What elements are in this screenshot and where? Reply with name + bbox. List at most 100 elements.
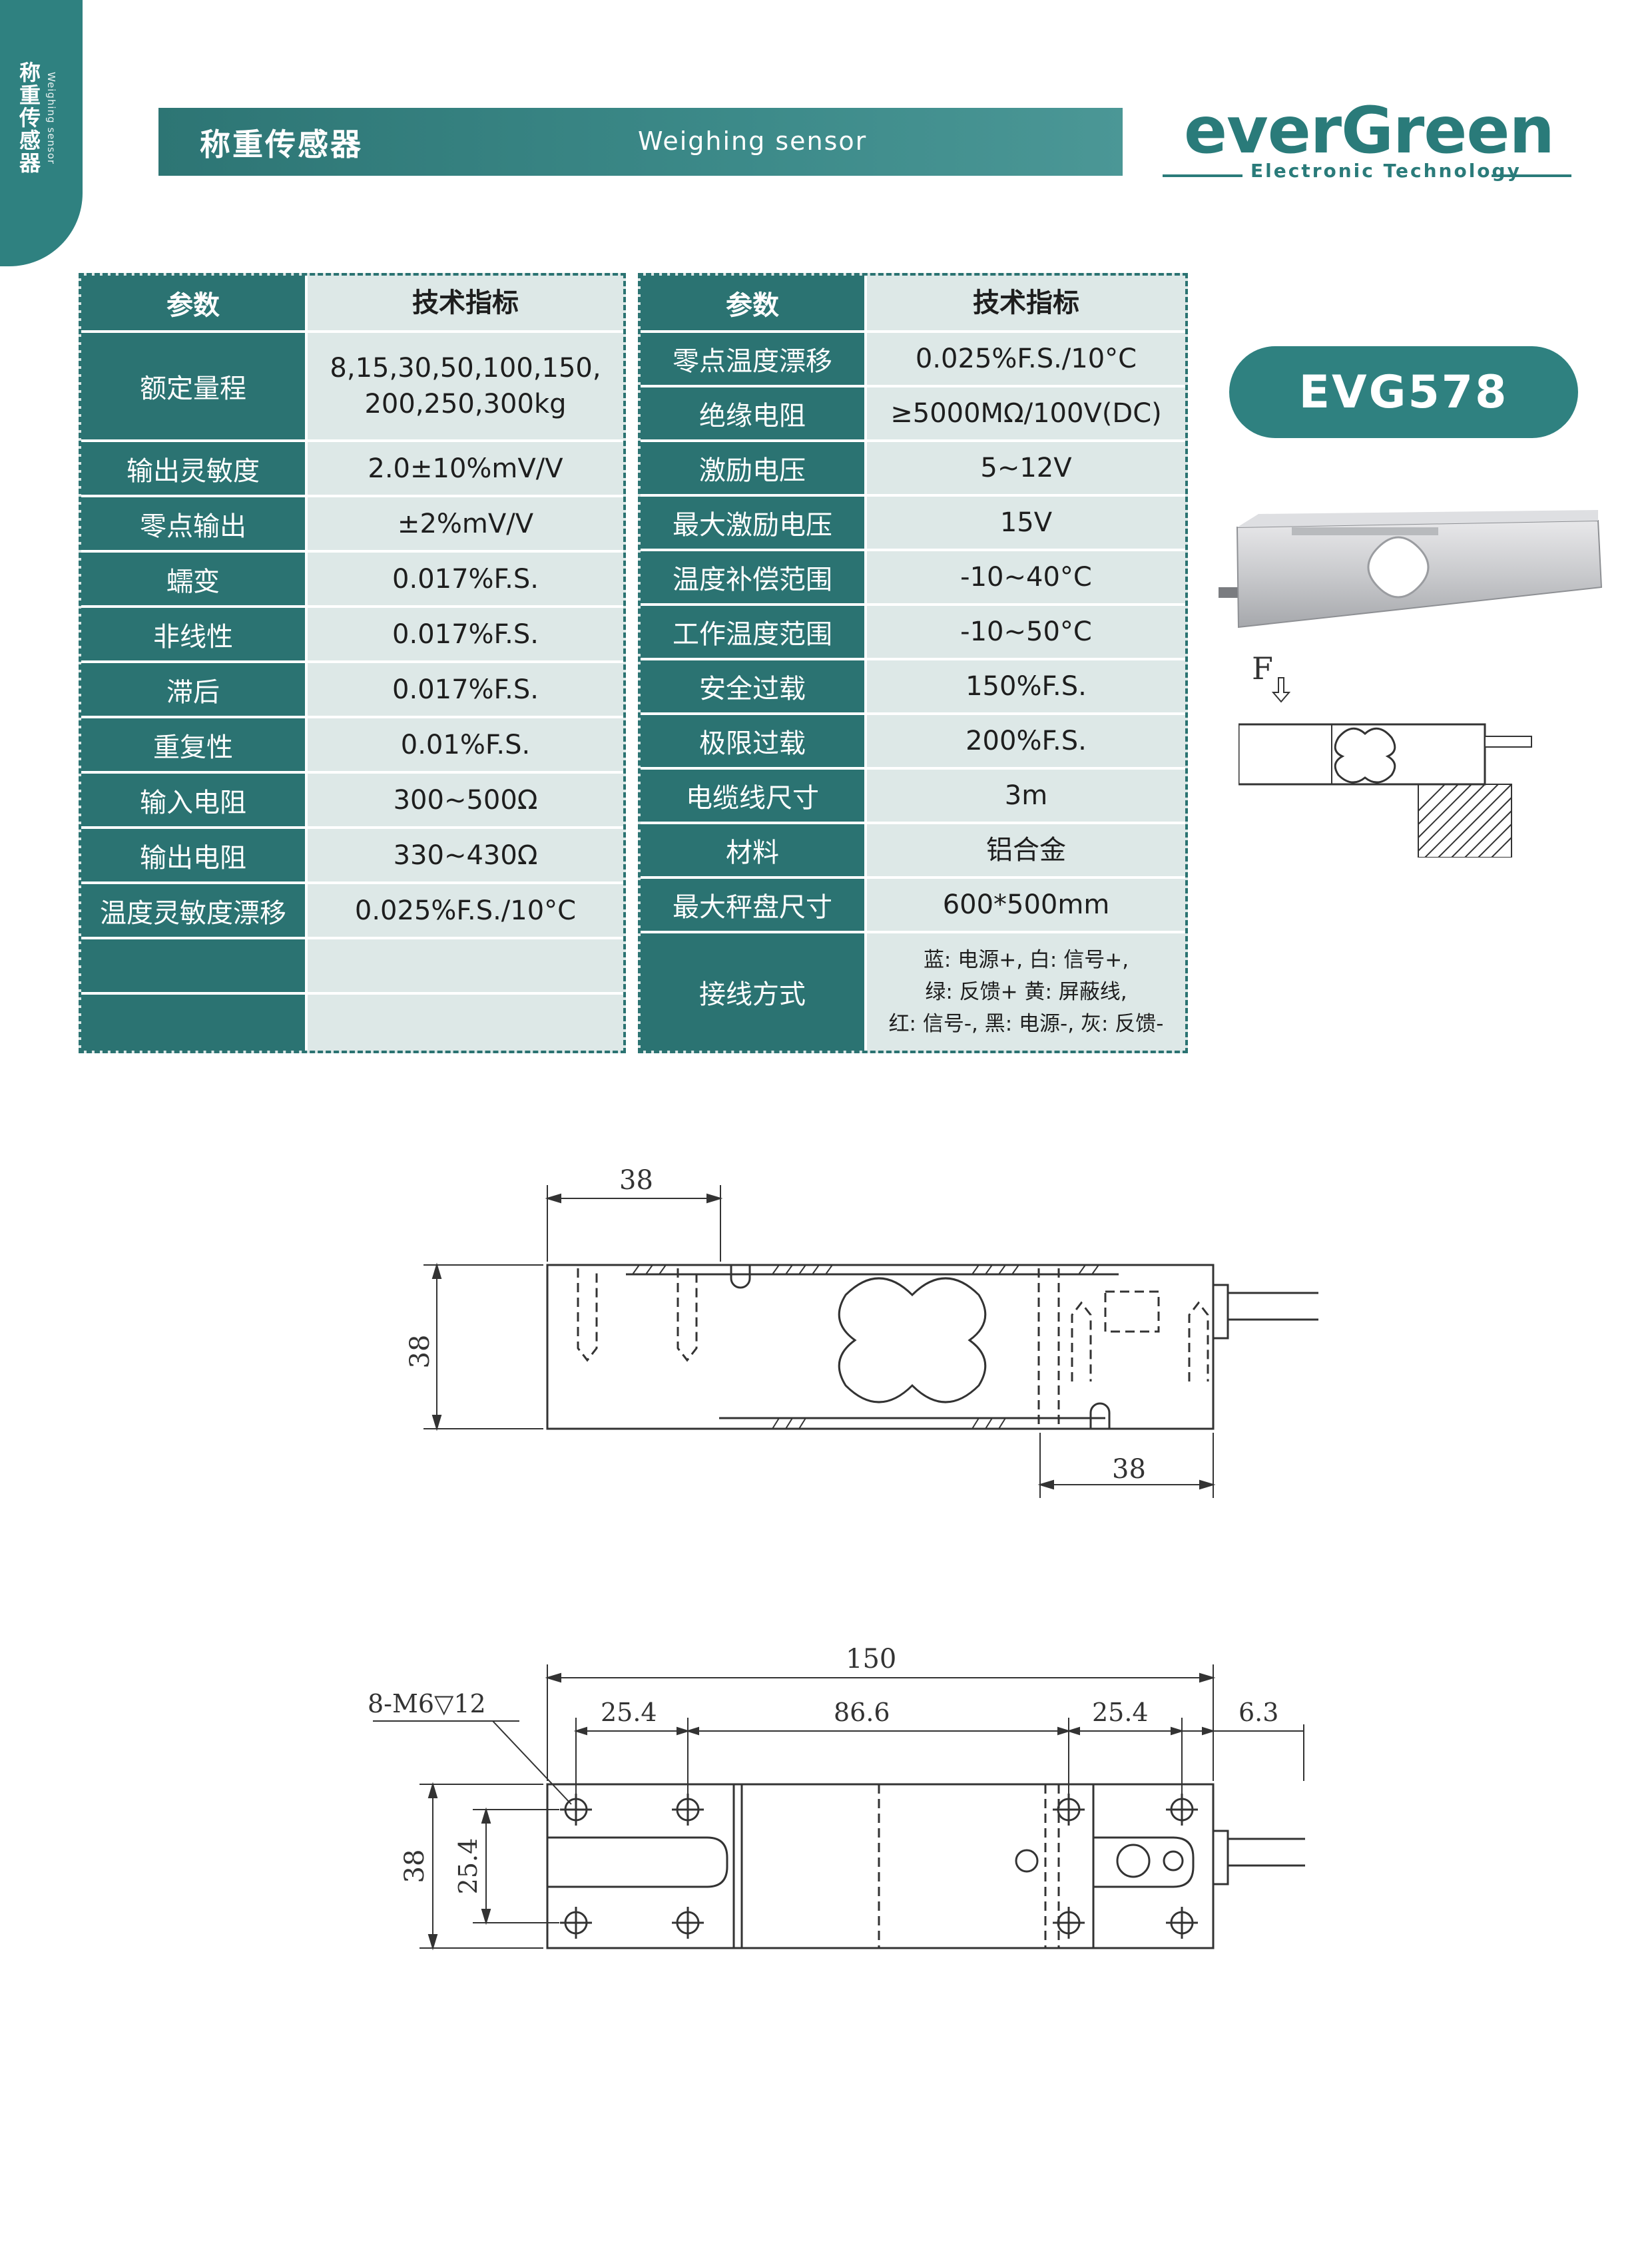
param-name: 输出电阻 [81,829,308,881]
hole-icon [560,1794,592,1826]
table-row: 输出灵敏度 2.0±10%mV/V [81,442,623,497]
drawing-top-view: 150 8-M6▽12 25.4 86.6 25.4 6.3 38 25.4 [368,1644,1305,1951]
param-name: 安全过载 [641,660,867,712]
spec-table-right: 参数 技术指标 零点温度漂移 0.025%F.S./10°C 绝缘电阻 ≥500… [638,273,1188,1053]
param-value: 铝合金 [867,824,1185,876]
table-row: 输入电阻 300~500Ω [81,774,623,829]
table-row: 材料 铝合金 [641,824,1185,879]
param-name: 最大激励电压 [641,497,867,549]
hole-icon [672,1907,704,1939]
table-row: 绝缘电阻 ≥5000MΩ/100V(DC) [641,387,1185,442]
param-name: 激励电压 [641,442,867,494]
param-value: 8,15,30,50,100,150, 200,250,300kg [308,333,623,439]
table-row: 重复性 0.01%F.S. [81,718,623,774]
sensor-body-top [546,1783,1215,1949]
force-label: F [1252,651,1273,686]
param-value [308,939,623,992]
header-spec: 技术指标 [308,276,623,330]
table-header-row: 参数 技术指标 [641,276,1185,333]
param-value [308,995,623,1051]
header-spec: 技术指标 [867,276,1185,330]
table-row: 安全过载 150%F.S. [641,660,1185,715]
param-name: 工作温度范围 [641,606,867,658]
drawing-side-view: 38 38 38 [405,1165,1318,1498]
arrow-down-icon [1271,677,1291,703]
param-name: 蠕变 [81,553,308,605]
hole-icon [1166,1907,1198,1939]
brand-logo: everGreen [1184,93,1555,168]
table-row: 极限过载 200%F.S. [641,715,1185,770]
param-value: 200%F.S. [867,715,1185,767]
param-value: 0.017%F.S. [308,608,623,660]
hole-icon [1166,1794,1198,1826]
side-tab-title: 称重传感器 [16,61,41,174]
table-row [81,939,623,995]
hole-icon [1053,1907,1085,1939]
param-name: 温度灵敏度漂移 [81,884,308,937]
param-name: 零点输出 [81,497,308,550]
param-value: ≥5000MΩ/100V(DC) [867,387,1185,439]
header-bar [158,108,1123,176]
product-image [1219,510,1603,628]
table-row: 最大激励电压 15V [641,497,1185,551]
param-name: 额定量程 [81,333,308,439]
logo-line-left [1163,174,1242,177]
param-value: -10~40°C [867,551,1185,603]
param-name: 输入电阻 [81,774,308,826]
load-diagram: F [1239,651,1532,858]
param-name: 非线性 [81,608,308,660]
support-block [1418,784,1512,858]
table-row [81,995,623,1051]
param-value: 0.017%F.S. [308,553,623,605]
param-value: 330~430Ω [308,829,623,881]
param-name: 零点温度漂移 [641,333,867,385]
param-value: 0.025%F.S./10°C [308,884,623,937]
param-value: 5~12V [867,442,1185,494]
table-row: 温度灵敏度漂移 0.025%F.S./10°C [81,884,623,939]
param-name: 输出灵敏度 [81,442,308,495]
table-row: 最大秤盘尺寸 600*500mm [641,879,1185,933]
param-value: 150%F.S. [867,660,1185,712]
dim-height: 38 [400,1850,430,1883]
dim-top: 38 [619,1165,653,1196]
mounting-holes [560,1794,1198,1939]
table-row: 激励电压 5~12V [641,442,1185,497]
table-row: 接线方式 蓝: 电源+, 白: 信号+, 绿: 反馈+ 黄: 屏蔽线, 红: 信… [641,933,1185,1051]
table-row: 温度补偿范围 -10~40°C [641,551,1185,606]
param-value: ±2%mV/V [308,497,623,550]
dim-total: 150 [846,1644,896,1674]
param-value: 300~500Ω [308,774,623,826]
param-value: 2.0±10%mV/V [308,442,623,495]
param-value: 15V [867,497,1185,549]
spec-table-left: 参数 技术指标 额定量程 8,15,30,50,100,150, 200,250… [79,273,626,1053]
table-row: 非线性 0.017%F.S. [81,608,623,663]
table-row: 零点输出 ±2%mV/V [81,497,623,553]
hole-icon [560,1907,592,1939]
hole-icon [1053,1794,1085,1826]
param-value: 600*500mm [867,879,1185,931]
dim-hole-label: 8-M6▽12 [368,1689,486,1718]
dim-bottom: 38 [1112,1454,1146,1485]
header-param: 参数 [641,276,867,330]
param-name: 温度补偿范围 [641,551,867,603]
dim-b: 86.6 [834,1698,890,1727]
param-name [81,995,308,1051]
dim-inner: 25.4 [453,1838,483,1895]
dim-height: 38 [405,1335,435,1369]
table-row: 输出电阻 330~430Ω [81,829,623,884]
model-badge: EVG578 [1229,346,1578,438]
logo-line-right [1492,174,1571,177]
param-name: 重复性 [81,718,308,771]
table-header-row: 参数 技术指标 [81,276,623,333]
header-title-cn: 称重传感器 [200,126,363,162]
wiring-value: 蓝: 电源+, 白: 信号+, 绿: 反馈+ 黄: 屏蔽线, 红: 信号-, 黑… [867,933,1185,1051]
cable-stub [1219,587,1239,598]
param-value: 3m [867,770,1185,822]
param-value: -10~50°C [867,606,1185,658]
param-name: 最大秤盘尺寸 [641,879,867,931]
side-tab-subtitle: Weighing sensor [45,72,57,165]
param-name: 接线方式 [641,933,867,1051]
param-name: 极限过载 [641,715,867,767]
param-name: 材料 [641,824,867,876]
header-title-en: Weighing sensor [638,126,868,156]
